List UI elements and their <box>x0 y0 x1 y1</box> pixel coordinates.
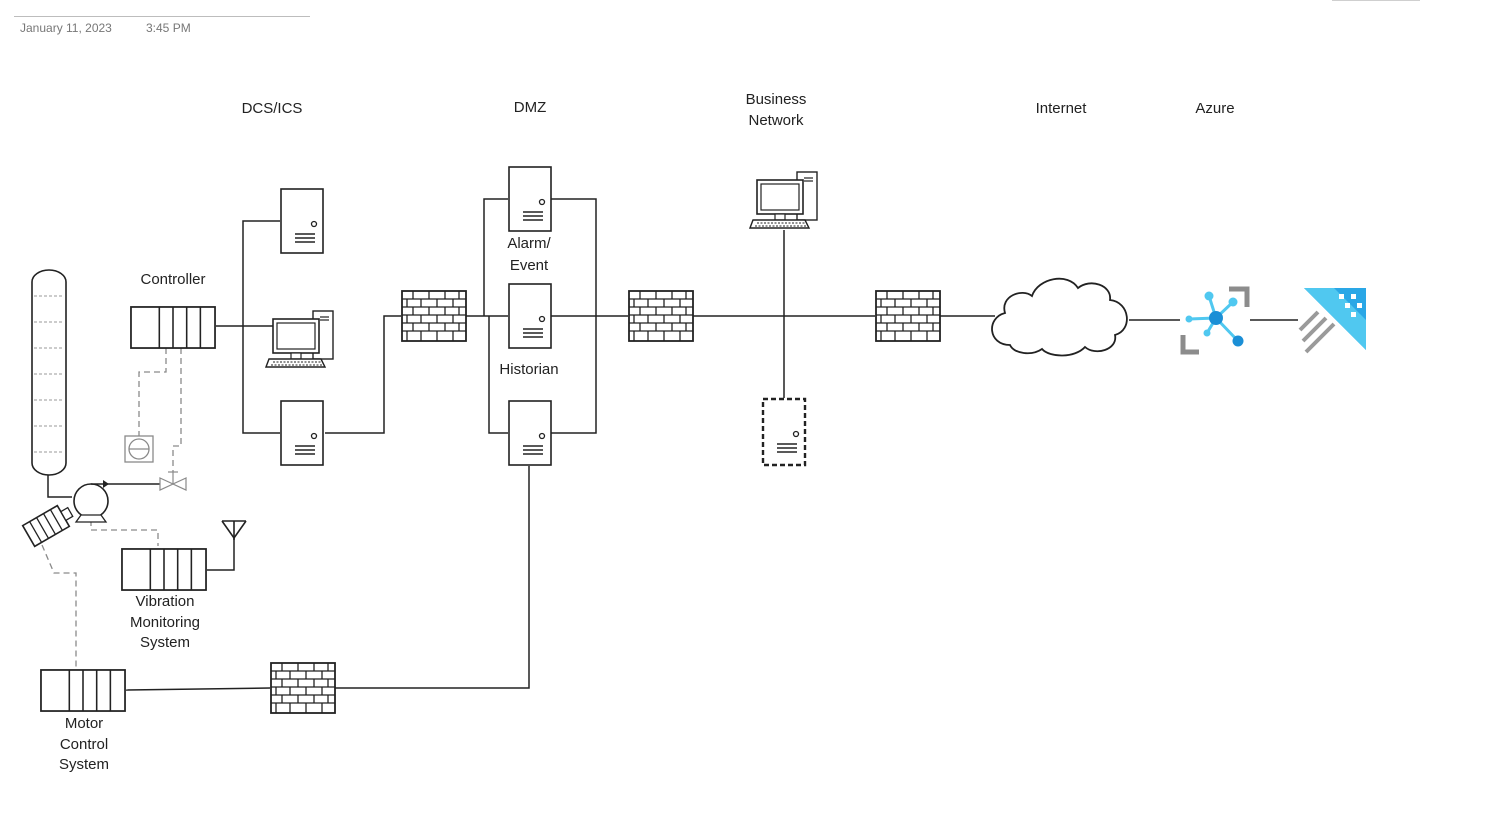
vessel-outlet-line <box>47 475 72 498</box>
zone-dmz-label: DMZ <box>514 99 547 116</box>
date-stamp: January 11, 2023 <box>20 21 112 35</box>
business-workstation-icon[interactable] <box>749 171 818 229</box>
alarm-event-label-line1: Alarm/ <box>507 235 551 252</box>
vessel-icon[interactable] <box>31 269 67 476</box>
antenna-icon[interactable] <box>221 520 247 540</box>
firewall-business-internet-icon[interactable] <box>875 290 941 342</box>
motor-icon[interactable] <box>21 502 77 548</box>
historian-label: Historian <box>499 361 558 378</box>
firewall-motor-icon[interactable] <box>270 662 336 714</box>
transmitter-icon[interactable] <box>124 435 154 463</box>
cloud-icon[interactable] <box>991 277 1128 357</box>
zone-business-label-line2: Network <box>748 112 804 129</box>
alarm-event-label-line2: Event <box>510 257 549 274</box>
dcs-workstation-icon[interactable] <box>265 310 334 368</box>
motor-control-rack-icon[interactable] <box>40 669 126 712</box>
connections <box>106 198 1298 691</box>
alarm-event-server-icon[interactable] <box>508 166 552 232</box>
iot-hub-icon[interactable] <box>1180 286 1250 355</box>
motor-control-label-line2: Control <box>60 736 108 753</box>
motor-control-label-line1: Motor <box>65 715 103 732</box>
dcs-server-top-icon[interactable] <box>280 188 324 254</box>
vibration-rack-icon[interactable] <box>121 548 207 591</box>
vibration-label-line1: Vibration <box>136 593 195 610</box>
zone-azure-label: Azure <box>1195 100 1234 117</box>
zone-dcs-label: DCS/ICS <box>242 100 303 117</box>
firewall-dcs-dmz-icon[interactable] <box>401 290 467 342</box>
signal-lines <box>41 348 182 669</box>
dcs-server-bottom-icon[interactable] <box>280 400 324 466</box>
controller-rack-icon[interactable] <box>130 306 216 349</box>
motor-control-label-line3: System <box>59 756 109 773</box>
dmz-server-bottom-icon[interactable] <box>508 400 552 466</box>
zone-business-label-line1: Business <box>746 91 807 108</box>
corner-rule <box>1332 0 1420 1</box>
business-server-dashed-icon[interactable] <box>761 397 807 467</box>
zone-internet-label: Internet <box>1036 100 1088 117</box>
header-rule <box>14 16 310 17</box>
valve-icon[interactable] <box>159 471 187 491</box>
time-stamp: 3:45 PM <box>146 21 191 35</box>
vibration-label-line2: Monitoring <box>130 614 200 631</box>
controller-label: Controller <box>140 271 205 288</box>
historian-server-icon[interactable] <box>508 283 552 349</box>
firewall-dmz-business-icon[interactable] <box>628 290 694 342</box>
stream-analytics-icon[interactable] <box>1298 288 1366 354</box>
vibration-label-line3: System <box>140 634 190 651</box>
pump-icon[interactable] <box>73 480 109 523</box>
